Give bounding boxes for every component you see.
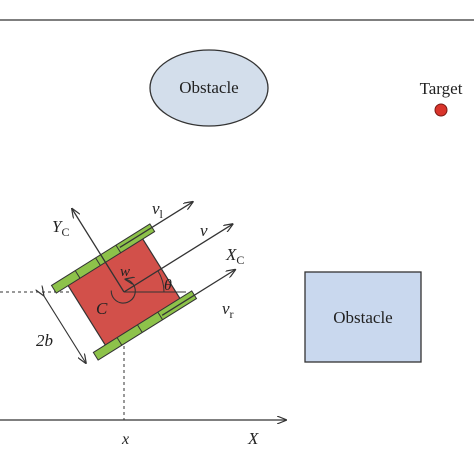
center-label: C xyxy=(96,299,108,318)
width-label: 2b xyxy=(36,331,53,350)
robot-xc-axis xyxy=(123,224,233,293)
x-coordinate-label: x xyxy=(121,431,129,448)
width-dimension-line xyxy=(43,295,85,363)
target: Target xyxy=(420,79,463,117)
xc-label: XC xyxy=(225,245,244,267)
obstacle-ellipse: Obstacle xyxy=(149,49,269,127)
angular-velocity-arc xyxy=(110,277,136,304)
obstacle-rectangle-label: Obstacle xyxy=(333,308,392,327)
angular-velocity-label: w xyxy=(120,264,130,280)
left-velocity-arrow xyxy=(119,202,193,249)
robot-yc-axis xyxy=(72,209,125,293)
obstacle-rectangle: Obstacle xyxy=(304,271,422,363)
v-label: v xyxy=(200,221,208,240)
yc-label: YC xyxy=(52,217,69,239)
obstacle-ellipse-label: Obstacle xyxy=(179,78,238,97)
target-label: Target xyxy=(420,79,463,98)
vr-label: vr xyxy=(222,299,234,321)
target-dot xyxy=(434,103,448,117)
theta-label: θ xyxy=(164,277,172,294)
vl-label: vl xyxy=(152,199,164,221)
theta-arc xyxy=(157,270,165,293)
world-x-axis-label: X xyxy=(247,429,259,448)
right-velocity-arrow xyxy=(161,270,235,316)
